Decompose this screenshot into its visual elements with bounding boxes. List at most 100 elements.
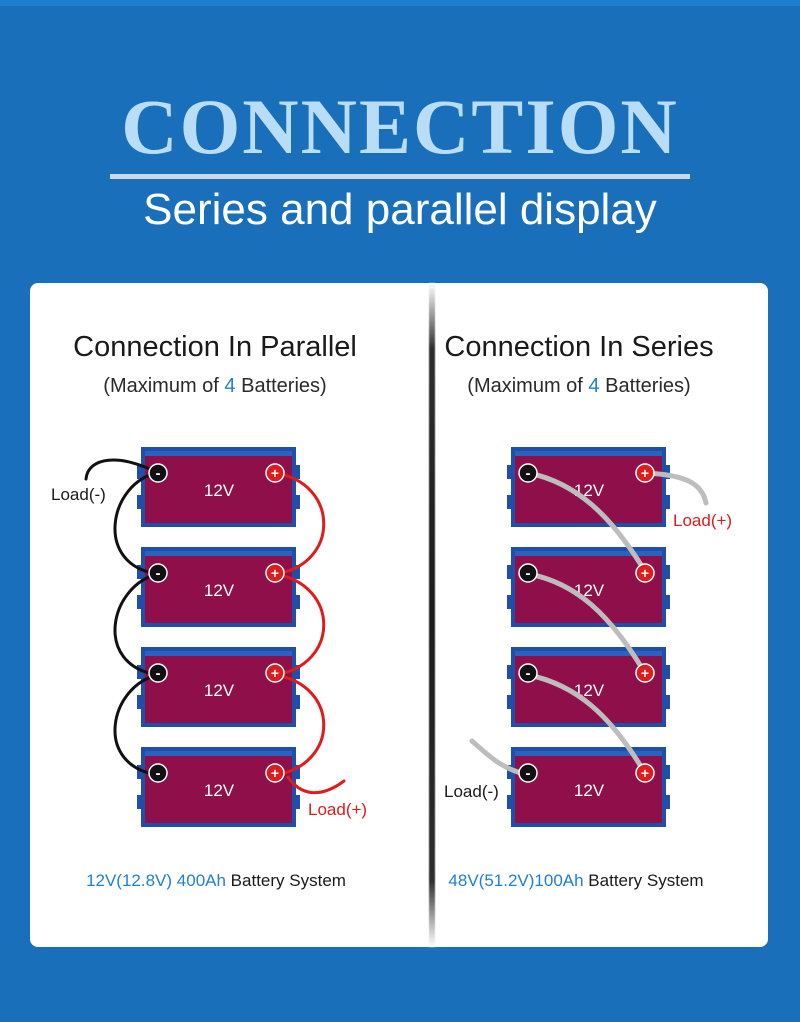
battery-top-edge <box>515 451 662 456</box>
battery-notch <box>137 495 142 509</box>
parallel-battery-4: 12V <box>137 747 300 827</box>
battery-notch <box>665 795 670 809</box>
page-subtitle: Series and parallel display <box>143 185 657 234</box>
parallel-negative-wires <box>84 458 160 777</box>
parallel-load-negative-label: Load(-) <box>51 485 106 504</box>
series-battery-3: 12V <box>507 647 670 727</box>
battery-voltage-label: 12V <box>204 481 235 500</box>
battery-notch <box>295 665 300 679</box>
battery-notch <box>295 595 300 609</box>
svg-text:+: + <box>271 465 279 481</box>
battery-notch <box>507 465 512 479</box>
battery-body <box>145 551 292 623</box>
parallel-limit-prefix: (Maximum of <box>103 375 225 397</box>
negative-terminal: - <box>148 463 168 483</box>
parallel-load-positive-label: Load(+) <box>308 800 367 819</box>
parallel-system-spec: 12V(12.8V) 400Ah Battery System <box>26 871 406 891</box>
battery-voltage-label: 12V <box>204 781 235 800</box>
parallel-neg-link-2 <box>113 572 160 677</box>
column-divider <box>429 283 435 947</box>
parallel-pos-link-3 <box>273 673 326 777</box>
parallel-pos-load-lead <box>286 775 346 795</box>
series-link-1 <box>526 470 649 576</box>
parallel-neg-load-lead <box>84 458 160 481</box>
negative-terminal: - <box>148 763 168 783</box>
series-load-negative-label: Load(-) <box>444 782 499 801</box>
series-link-3 <box>526 672 649 778</box>
battery-body <box>145 451 292 523</box>
svg-text:+: + <box>641 465 649 481</box>
battery-notch <box>507 695 512 709</box>
battery-notch <box>665 565 670 579</box>
series-limit: (Maximum of 4 Batteries) <box>399 375 759 398</box>
negative-terminal: - <box>518 763 538 783</box>
positive-terminal: + <box>635 463 655 483</box>
battery-notch <box>295 565 300 579</box>
battery-notch <box>665 665 670 679</box>
positive-terminal: + <box>635 563 655 583</box>
battery-notch <box>137 595 142 609</box>
parallel-spec-value: 12V(12.8V) 400Ah <box>86 871 226 890</box>
svg-text:+: + <box>641 565 649 581</box>
battery-notch <box>295 795 300 809</box>
parallel-spec-suffix: Battery System <box>225 871 346 890</box>
battery-notch <box>137 565 142 579</box>
svg-text:+: + <box>641 765 649 781</box>
top-accent-strip <box>0 0 800 6</box>
parallel-neg-link-1 <box>113 471 160 576</box>
battery-notch <box>507 495 512 509</box>
diagram-panel: Connection In Parallel (Maximum of 4 Bat… <box>30 283 768 947</box>
parallel-pos-link-1 <box>273 471 326 576</box>
series-battery-4: 12V <box>507 747 670 827</box>
parallel-limit-suffix: Batteries) <box>235 375 327 397</box>
battery-top-edge <box>145 751 292 756</box>
negative-terminal: - <box>148 563 168 583</box>
svg-text:-: - <box>526 665 531 682</box>
battery-body <box>145 751 292 823</box>
svg-text:-: - <box>156 665 161 682</box>
battery-voltage-label: 12V <box>204 681 235 700</box>
page-title: CONNECTION <box>121 83 679 170</box>
svg-text:+: + <box>271 565 279 581</box>
battery-top-edge <box>145 651 292 656</box>
series-spec-value: 48V(51.2V)100Ah <box>448 871 584 890</box>
series-pos-load-lead <box>643 470 709 506</box>
positive-terminal: + <box>265 563 285 583</box>
battery-top-edge <box>515 751 662 756</box>
battery-notch <box>507 665 512 679</box>
title-underline <box>110 174 690 179</box>
negative-terminal: - <box>518 463 538 483</box>
battery-notch <box>295 765 300 779</box>
series-limit-prefix: (Maximum of <box>467 375 589 397</box>
battery-notch <box>507 765 512 779</box>
positive-terminal: + <box>265 663 285 683</box>
svg-text:-: - <box>526 765 531 782</box>
svg-text:+: + <box>271 765 279 781</box>
svg-text:-: - <box>526 465 531 482</box>
parallel-battery-1: 12V <box>137 447 300 527</box>
positive-terminal: + <box>265 763 285 783</box>
svg-text:-: - <box>156 465 161 482</box>
parallel-battery-2: 12V <box>137 547 300 627</box>
battery-body <box>515 451 662 523</box>
series-wires <box>469 470 709 778</box>
parallel-limit: (Maximum of 4 Batteries) <box>35 375 395 398</box>
negative-terminal: - <box>148 663 168 683</box>
battery-top-edge <box>145 551 292 556</box>
series-system-spec: 48V(51.2V)100Ah Battery System <box>386 871 766 891</box>
battery-body <box>145 651 292 723</box>
battery-notch <box>137 695 142 709</box>
series-limit-suffix: Batteries) <box>599 375 691 397</box>
parallel-limit-count: 4 <box>224 375 236 397</box>
positive-terminal: + <box>265 463 285 483</box>
battery-voltage-label: 12V <box>574 781 605 800</box>
positive-terminal: + <box>635 663 655 683</box>
negative-terminal: - <box>518 563 538 583</box>
svg-text:-: - <box>156 565 161 582</box>
parallel-positive-wires <box>273 471 346 795</box>
svg-text:+: + <box>271 665 279 681</box>
battery-notch <box>665 465 670 479</box>
negative-terminal: - <box>518 663 538 683</box>
series-spec-suffix: Battery System <box>583 871 704 890</box>
